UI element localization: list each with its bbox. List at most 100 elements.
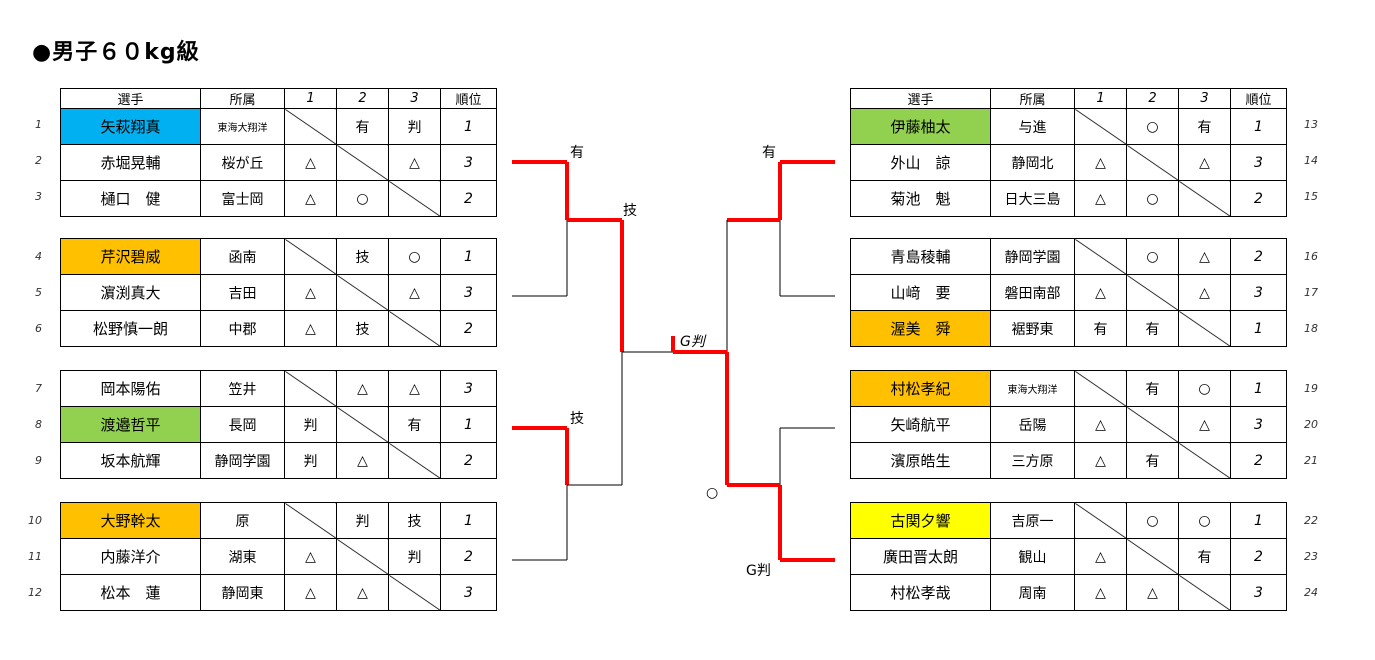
- seed-number: 10: [28, 514, 42, 527]
- result-cell: 有: [1178, 538, 1231, 575]
- result-cell: △: [284, 538, 337, 575]
- table-row: 菊池 魁日大三島△○2: [850, 180, 1287, 217]
- rank-cell: 2: [440, 180, 497, 217]
- seed-number: 17: [1304, 286, 1318, 299]
- rank-cell: 1: [1230, 502, 1287, 539]
- seed-number: 23: [1304, 550, 1318, 563]
- player-name: 大野幹太: [60, 502, 201, 539]
- affiliation: 三方原: [990, 442, 1075, 479]
- result-cell: 技: [336, 238, 389, 275]
- header-cell: 所属: [200, 88, 285, 109]
- result-cell: ○: [336, 180, 389, 217]
- seed-number: 22: [1304, 514, 1318, 527]
- self-match-cell: [1074, 238, 1127, 275]
- result-cell: △: [284, 310, 337, 347]
- rank-cell: 1: [440, 238, 497, 275]
- result-cell: △: [336, 574, 389, 611]
- self-match-cell: [284, 370, 337, 407]
- seed-number: 8: [35, 418, 42, 431]
- rank-cell: 2: [440, 310, 497, 347]
- bracket-label-r1: 有: [762, 145, 776, 161]
- self-match-cell: [1178, 310, 1231, 347]
- result-cell: ○: [388, 238, 441, 275]
- rank-cell: 1: [1230, 310, 1287, 347]
- table-row: 村松孝紀東海大翔洋有○1: [850, 370, 1287, 407]
- result-cell: △: [284, 180, 337, 217]
- table-row: 岡本陽佑笠井△△3: [60, 370, 497, 407]
- table-row: 樋口 健富士岡△○2: [60, 180, 497, 217]
- self-match-cell: [1074, 502, 1127, 539]
- seed-number: 19: [1304, 382, 1318, 395]
- rank-cell: 2: [440, 538, 497, 575]
- table-row: 矢崎航平岳陽△△3: [850, 406, 1287, 443]
- seed-number: 5: [35, 286, 42, 299]
- seed-number: 13: [1304, 118, 1318, 131]
- seed-number: 14: [1304, 154, 1318, 167]
- affiliation: 磐田南部: [990, 274, 1075, 311]
- player-name: 伊藤柚太: [850, 108, 991, 145]
- self-match-cell: [284, 238, 337, 275]
- rank-cell: 1: [440, 502, 497, 539]
- affiliation: 周南: [990, 574, 1075, 611]
- seed-number: 4: [35, 250, 42, 263]
- affiliation: 吉田: [200, 274, 285, 311]
- affiliation: 笠井: [200, 370, 285, 407]
- rank-cell: 2: [1230, 442, 1287, 479]
- bracket-label-r2: ○: [706, 485, 719, 501]
- rank-cell: 3: [440, 144, 497, 181]
- affiliation: 観山: [990, 538, 1075, 575]
- result-cell: 判: [388, 538, 441, 575]
- seed-number: 24: [1304, 586, 1318, 599]
- result-cell: △: [336, 370, 389, 407]
- seed-number: 1: [35, 118, 42, 131]
- bracket-label-final: G判: [680, 334, 705, 350]
- result-cell: △: [284, 574, 337, 611]
- result-cell: △: [1074, 274, 1127, 311]
- rank-cell: 3: [1230, 406, 1287, 443]
- table-row: 坂本航輝静岡学園判△2: [60, 442, 497, 479]
- affiliation: 静岡学園: [200, 442, 285, 479]
- bracket-label-l3: 技: [570, 411, 584, 427]
- player-name: 松本 蓮: [60, 574, 201, 611]
- seed-number: 6: [35, 322, 42, 335]
- result-cell: 判: [388, 108, 441, 145]
- player-name: 矢萩翔真: [60, 108, 201, 145]
- result-cell: 有: [1126, 442, 1179, 479]
- result-cell: △: [284, 144, 337, 181]
- table-row: 濵渕真大吉田△△3: [60, 274, 497, 311]
- result-cell: △: [1074, 406, 1127, 443]
- self-match-cell: [1126, 406, 1179, 443]
- player-name: 外山 諒: [850, 144, 991, 181]
- self-match-cell: [336, 144, 389, 181]
- seed-number: 3: [35, 190, 42, 203]
- result-cell: ○: [1126, 502, 1179, 539]
- result-cell: 有: [1074, 310, 1127, 347]
- result-cell: 判: [284, 406, 337, 443]
- seed-number: 7: [35, 382, 42, 395]
- result-cell: △: [1126, 574, 1179, 611]
- seed-number: 20: [1304, 418, 1318, 431]
- result-cell: 技: [336, 310, 389, 347]
- seed-number: 2: [35, 154, 42, 167]
- player-name: 村松孝紀: [850, 370, 991, 407]
- affiliation: 岳陽: [990, 406, 1075, 443]
- bracket-label-l2: 技: [623, 203, 637, 219]
- player-name: 濱原皓生: [850, 442, 991, 479]
- seed-number: 12: [28, 586, 42, 599]
- seed-number: 16: [1304, 250, 1318, 263]
- page-title: ●男子６０kg級: [32, 40, 200, 65]
- player-name: 松野慎一朗: [60, 310, 201, 347]
- rank-cell: 3: [440, 274, 497, 311]
- table-row: 赤堀晃輔桜が丘△△3: [60, 144, 497, 181]
